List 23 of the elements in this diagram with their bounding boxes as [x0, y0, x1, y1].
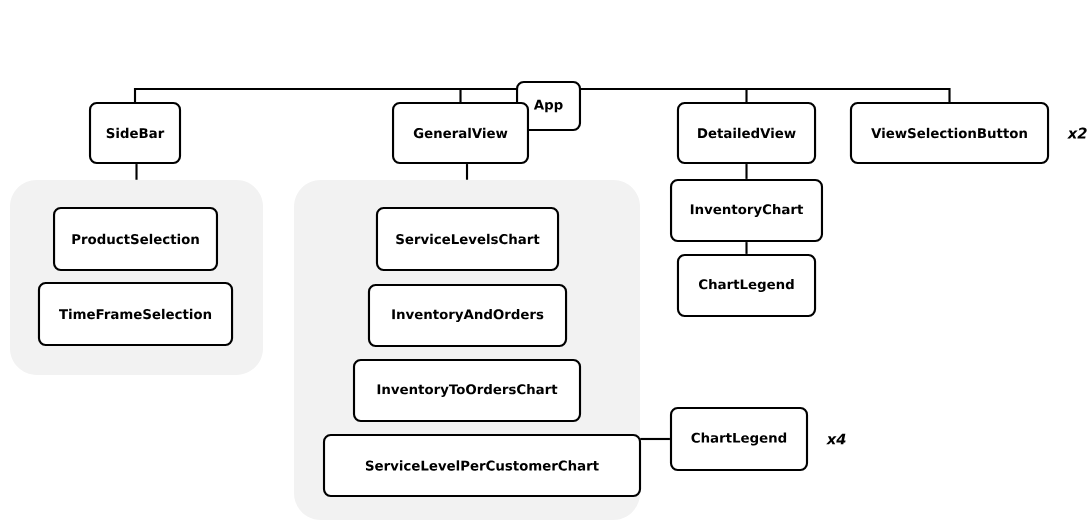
component-box: DetailedView	[676, 101, 817, 165]
component-box: ProductSelection	[53, 206, 219, 272]
multiplicity-label: x2	[1067, 127, 1087, 139]
connector-line	[745, 242, 748, 254]
component-box: ServiceLevelPerCustomerChart	[322, 433, 642, 498]
connector-line	[640, 437, 670, 441]
component-box: SideBar	[88, 101, 182, 165]
component-box: ChartLegend	[676, 253, 817, 318]
connector-line	[580, 87, 951, 102]
component-box: InventoryAndOrders	[367, 283, 568, 348]
multiplicity-label: x4	[826, 433, 846, 445]
component-box: App	[515, 80, 582, 132]
component-box: InventoryToOrdersChart	[352, 358, 582, 423]
component-box: ChartLegend	[669, 406, 809, 472]
component-box: InventoryChart	[669, 178, 824, 243]
component-box: ServiceLevelsChart	[375, 206, 560, 272]
connector-line	[745, 164, 748, 179]
connector-line	[459, 87, 517, 102]
connector-line	[465, 164, 469, 180]
component-box: TimeFrameSelection	[37, 281, 234, 347]
component-box: ViewSelectionButton	[849, 101, 1050, 165]
component-box: GeneralView	[391, 101, 530, 165]
connector-line	[135, 164, 138, 180]
